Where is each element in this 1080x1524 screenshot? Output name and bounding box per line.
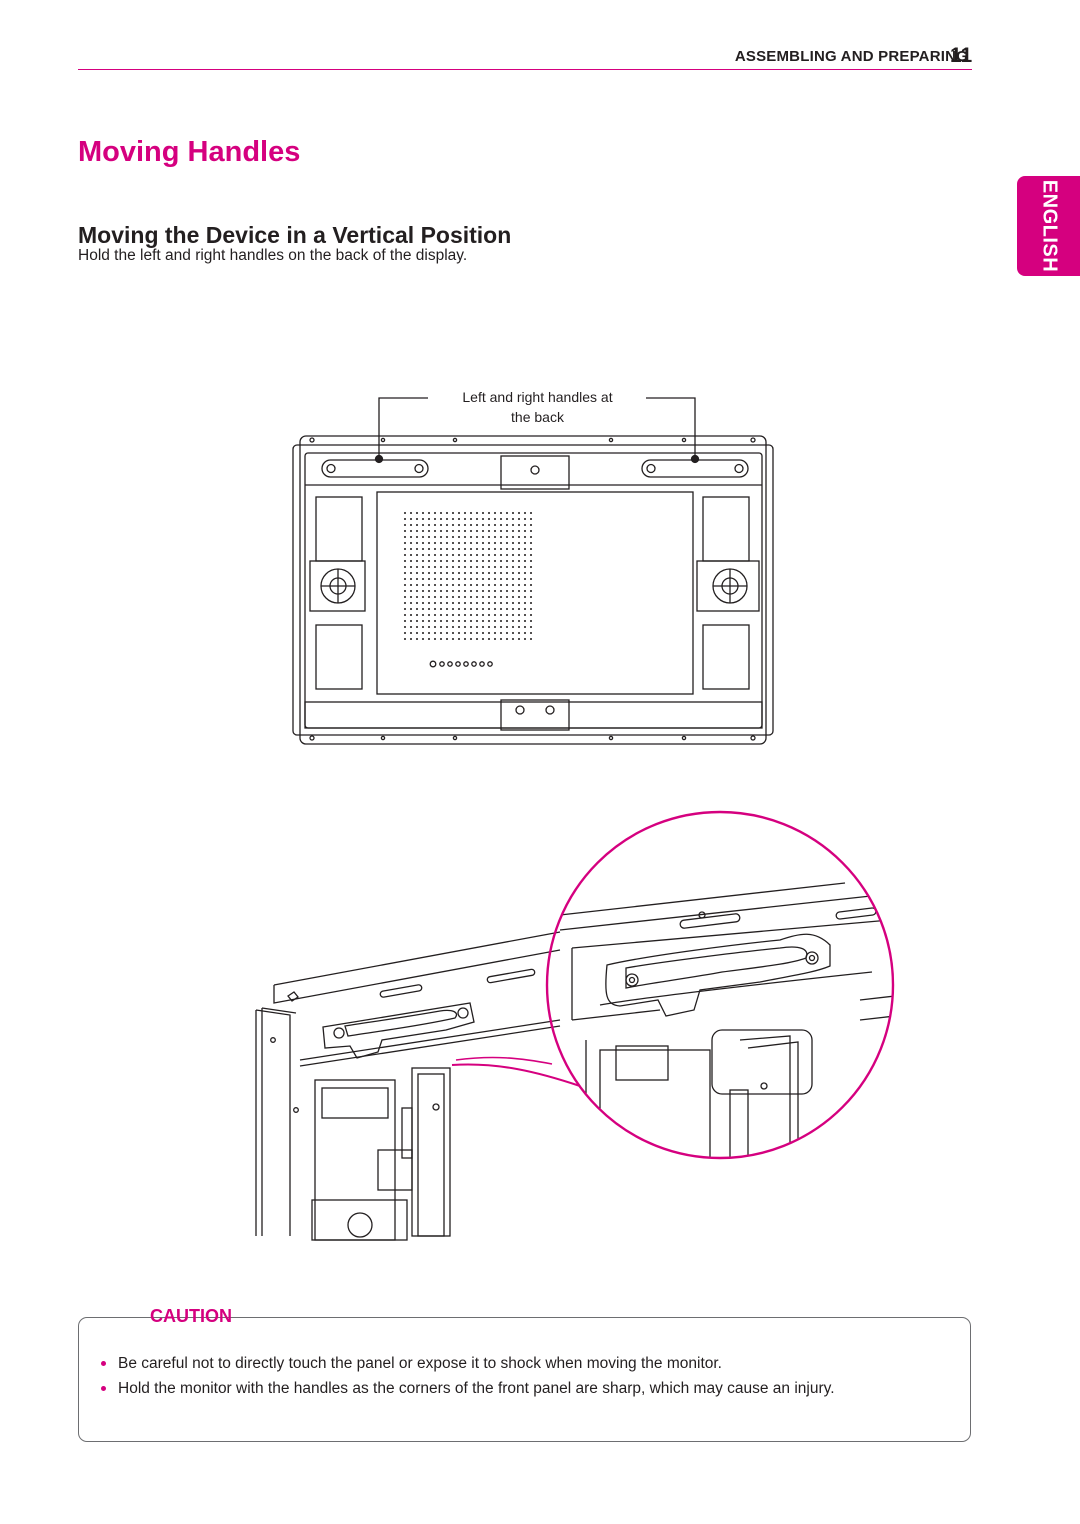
intro-paragraph: Hold the left and right handles on the b… — [78, 247, 468, 264]
section-subtitle: Moving the Device in a Vertical Position — [78, 222, 512, 248]
monitor-back-illustration — [255, 397, 895, 1241]
caution-list: Be careful not to directly touch the pan… — [100, 1352, 950, 1402]
magnified-handle-detail — [451, 810, 895, 1160]
callout-line-1: Left and right handles at — [462, 389, 613, 405]
handles-callout-label: Left and right handles at the back — [430, 387, 645, 427]
monitor-perspective-view — [255, 931, 561, 1241]
caution-item: Hold the monitor with the handles as the… — [100, 1377, 950, 1400]
header-rule — [78, 69, 972, 70]
page-title: Moving Handles — [78, 136, 301, 168]
callout-leaders — [374, 397, 700, 464]
caution-heading: CAUTION — [150, 1306, 232, 1326]
monitor-back-view — [292, 435, 774, 745]
running-header: ASSEMBLING AND PREPARING — [734, 48, 968, 65]
callout-line-2: the back — [511, 409, 564, 425]
caution-item: Be careful not to directly touch the pan… — [100, 1352, 950, 1375]
caution-box — [78, 1317, 971, 1442]
language-tab: ENGLISH — [1017, 176, 1080, 276]
page-number: 11 — [950, 44, 973, 67]
